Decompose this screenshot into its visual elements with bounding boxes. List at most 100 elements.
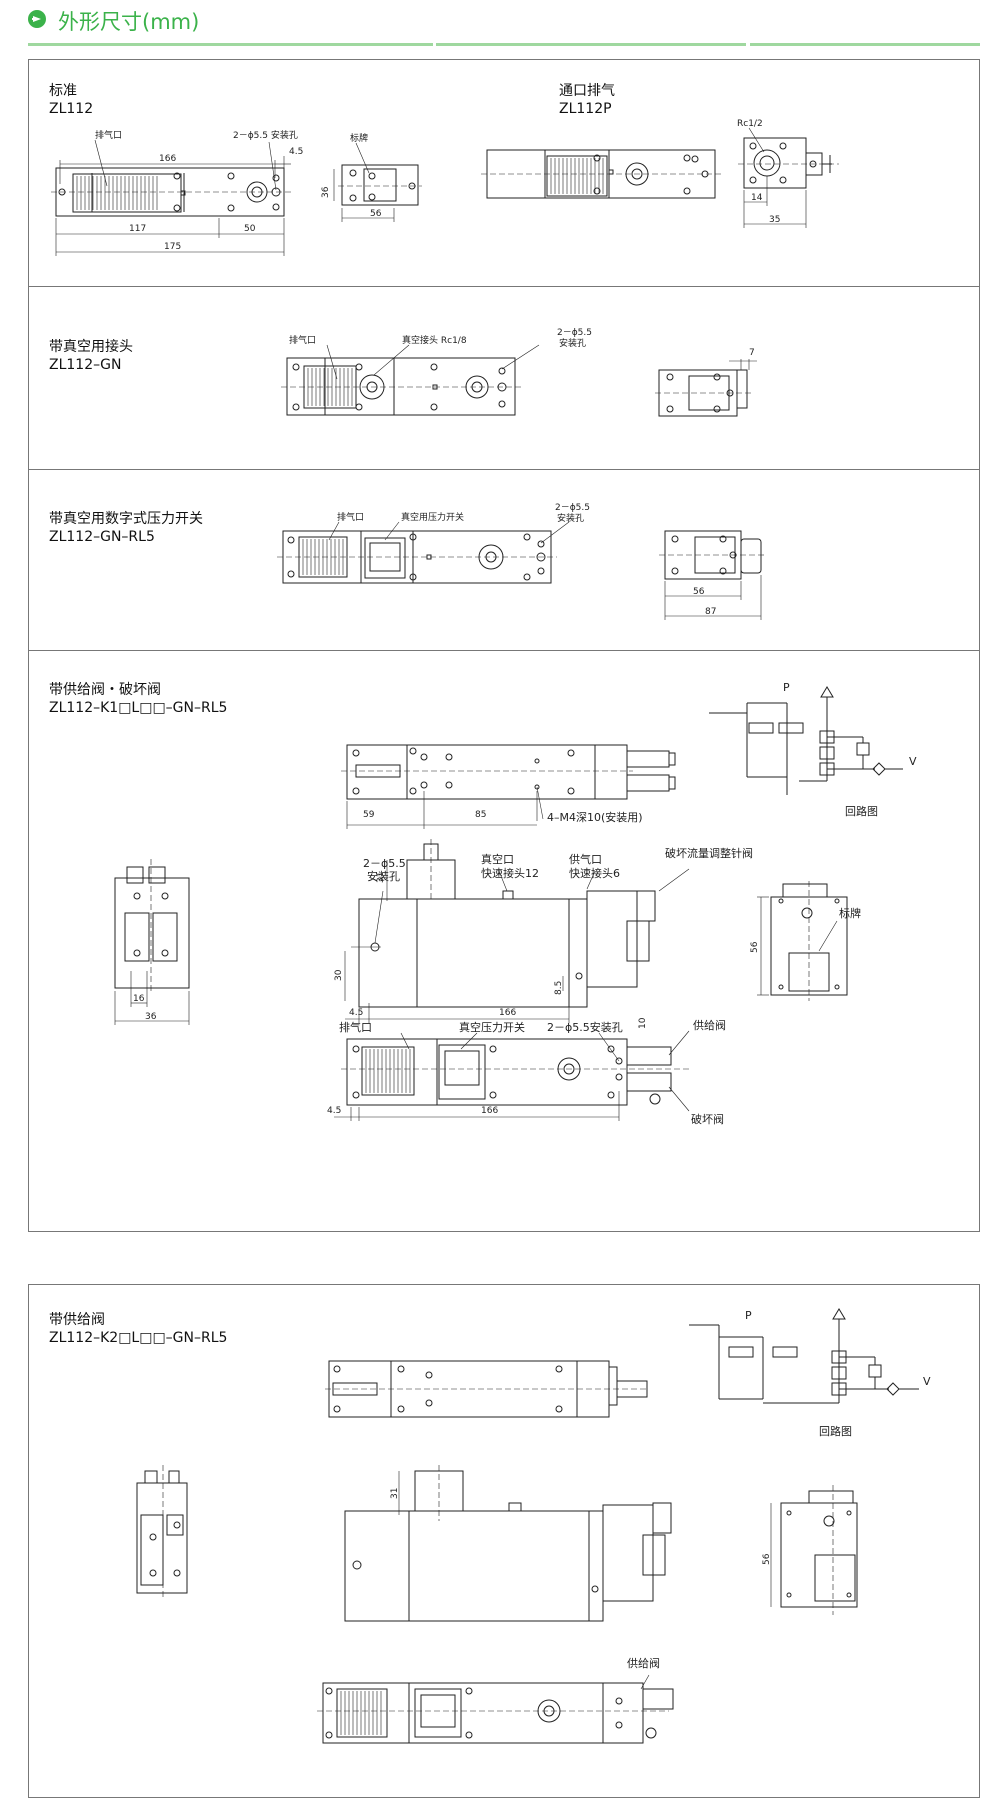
dim-166: 166 [499,1008,516,1018]
dim-56: 56 [693,587,705,597]
label-port-p: P [745,1309,752,1322]
section-title: 带真空用数字式压力开关 ZL112–GN–RL5 [49,510,203,546]
label-supply-quick-fitting: 快速接头6 [569,867,620,880]
dim-4-5: 4.5 [289,147,303,157]
variant-name: 带供给阀・破坏阀 [49,682,161,698]
circuit-diagram [689,1308,919,1404]
dim-87: 87 [705,607,716,617]
label-mount-hole-2: 安装孔 [367,869,400,883]
front-view [344,1510,604,1622]
label-rc-port: Rc1/2 [737,119,763,129]
label-mount-hole: 2－ϕ5.5 [555,503,590,513]
section-title: 带供给阀 ZL112–K2□L□□–GN–RL5 [49,1311,227,1347]
model-code: ZL112P [559,101,612,117]
label-circuit: 回路图 [845,805,878,818]
dim-166: 166 [159,154,176,164]
dim-166-bottom: 166 [481,1106,498,1116]
variant-name: 通口排气 [559,83,615,99]
label-supply-valve: 供给阀 [693,1018,726,1032]
arrow-circle-icon [28,10,46,28]
model-code: ZL112–K1□L□□–GN–RL5 [49,700,228,716]
variant-name: 标准 [49,83,77,99]
label-mount-hole: 2－ϕ5.5 安装孔 [233,129,298,141]
section-title: 标准 ZL112 [49,82,93,118]
label-mount-hole-2: 安装孔 [559,337,586,349]
panel-standard: 标准 ZL112 通口排气 ZL112P [28,59,980,287]
panel-supply-break-valve: 带供给阀・破坏阀 ZL112–K1□L□□–GN–RL5 [28,650,980,1232]
dim-35: 35 [769,215,780,225]
label-mount-hole-3: 2－ϕ5.5安装孔 [547,1020,623,1034]
model-code: ZL112–GN [49,357,122,373]
side-view [341,164,419,206]
label-circuit: 回路图 [819,1425,852,1438]
dim-56: 56 [370,209,382,219]
header-divider [28,43,980,46]
label-supply-valve: 供给阀 [627,1656,660,1670]
side-view [658,369,738,417]
label-exhaust: 排气口 [337,511,364,523]
label-port-v: V [923,1375,931,1388]
label-exhaust: 排气口 [95,129,122,141]
drawing-vacuum-fitting: 排气口 真空接头 Rc1/8 2－ϕ5.5 安装孔 7 [281,328,757,417]
side-view-left [136,1482,188,1594]
model-code: ZL112–GN–RL5 [49,529,155,545]
dim-31: 31 [390,1488,400,1499]
label-supply-port: 供气口 [569,852,602,866]
panel-supply-valve: 带供给阀 ZL112–K2□L□□–GN–RL5 [28,1284,980,1798]
dim-117: 117 [129,224,146,234]
model-code: ZL112–K2□L□□–GN–RL5 [49,1330,228,1346]
label-pressure-switch: 真空压力开关 [459,1020,525,1034]
label-mount-hole: 2－ϕ5.5 [363,857,406,870]
dim-4-5-bottom: 4.5 [327,1106,341,1116]
section-header: 外形尺寸(mm) [28,6,978,36]
ejector-body [286,357,516,416]
label-nameplate: 标牌 [839,906,861,920]
label-mount-hole-2: 安装孔 [557,512,584,524]
bottom-view [322,1682,644,1744]
label-vacuum-port: 真空口 [481,852,514,866]
panel-pressure-switch: 带真空用数字式压力开关 ZL112–GN–RL5 排气口 真空用压力开关 2－ϕ… [28,469,980,651]
label-exhaust: 排气口 [339,1020,372,1034]
variant-name: 带真空用接头 [49,339,133,355]
dim-175: 175 [164,242,181,252]
front-view [358,898,588,1008]
dim-85: 85 [475,810,486,820]
label-port-v: V [909,755,917,768]
drawing-supply-break-valve: 59 85 4–M4深10(安装用) 2－ϕ5.5 安装孔 真空口 快速接头12… [114,681,917,1126]
dim-59: 59 [363,810,375,820]
drawing-pressure-switch: 排气口 真空用压力开关 2－ϕ5.5 安装孔 56 87 [277,503,767,620]
dim-36: 36 [145,1012,157,1022]
dim-16: 16 [133,994,145,1004]
dim-10: 10 [638,1017,648,1029]
label-nameplate: 标牌 [350,132,368,144]
pressure-switch [364,537,406,579]
label-exhaust: 排气口 [289,334,316,346]
label-m4-thread: 4–M4深10(安装用) [547,810,643,824]
section-title: 通口排气 ZL112P [559,82,615,118]
dim-4-5: 4.5 [349,1008,363,1018]
label-vacuum-fitting: 真空接头 Rc1/8 [402,334,467,346]
dim-30: 30 [334,969,344,981]
label-mount-hole: 2－ϕ5.5 [557,328,592,338]
dim-56: 56 [762,1553,772,1565]
variant-name: 带真空用数字式压力开关 [49,511,203,527]
dim-8-5: 8.5 [554,981,564,995]
page-title: 外形尺寸(mm) [58,10,200,34]
dim-56: 56 [750,941,760,953]
drawing-supply-valve: 31 56 供给阀 回路图 P V [136,1308,931,1744]
label-vacuum-quick-fitting: 快速接头12 [481,867,539,880]
dim-7: 7 [749,348,755,358]
label-port-p: P [783,681,790,694]
top-view [346,744,628,800]
section-title: 带供给阀・破坏阀 ZL112–K1□L□□–GN–RL5 [49,681,227,717]
dim-14: 14 [751,193,763,203]
label-break-valve: 破坏阀 [691,1112,724,1126]
dim-36: 36 [321,186,331,198]
panel-vacuum-fitting: 带真空用接头 ZL112–GN 排气口 真空接头 Rc1/8 2－ϕ5.5 安装… [28,286,980,470]
side-view-port-exhaust [743,137,807,189]
side-view-left [114,877,190,989]
dim-31: 31 [376,872,386,883]
label-pressure-switch: 真空用压力开关 [401,511,464,523]
exhaust-silencer [72,173,182,213]
dim-50: 50 [244,224,256,234]
